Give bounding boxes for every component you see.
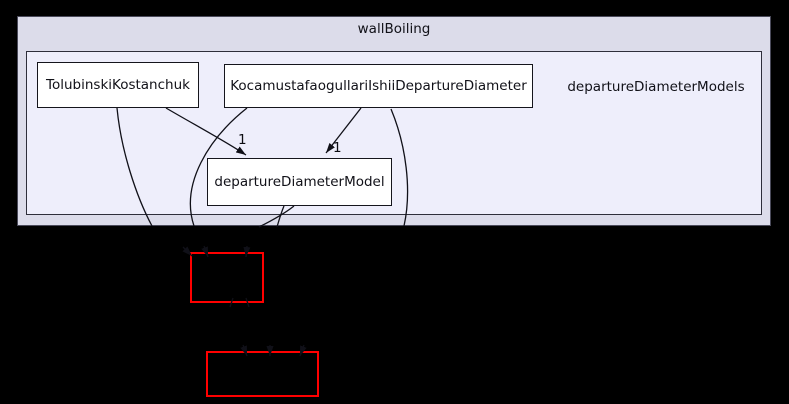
cluster-departurediametermodels-label[interactable]: departureDiameterModels <box>567 79 745 95</box>
cluster-wallboiling-label[interactable]: wallBoiling <box>357 21 431 37</box>
node-kocamustafaogullariishiideparturediameter-label: KocamustafaogullariIshiiDepartureDiamete… <box>230 78 527 94</box>
external-dir-node-2[interactable] <box>206 351 319 397</box>
node-kocamustafaogullariishiideparturediameter[interactable]: KocamustafaogullariIshiiDepartureDiamete… <box>224 64 533 108</box>
node-departurediametermodel[interactable]: departureDiameterModel <box>207 158 392 206</box>
edge-label-tolubinski-ddm: 1 <box>238 132 247 148</box>
edge-label-kocamustafa-ddm: 1 <box>333 140 342 156</box>
node-tolubinskikostanchuk[interactable]: TolubinskiKostanchuk <box>37 62 199 108</box>
node-tolubinskikostanchuk-label: TolubinskiKostanchuk <box>46 77 190 93</box>
node-departurediametermodel-label: departureDiameterModel <box>214 174 385 190</box>
external-dir-node-1[interactable] <box>190 252 264 303</box>
